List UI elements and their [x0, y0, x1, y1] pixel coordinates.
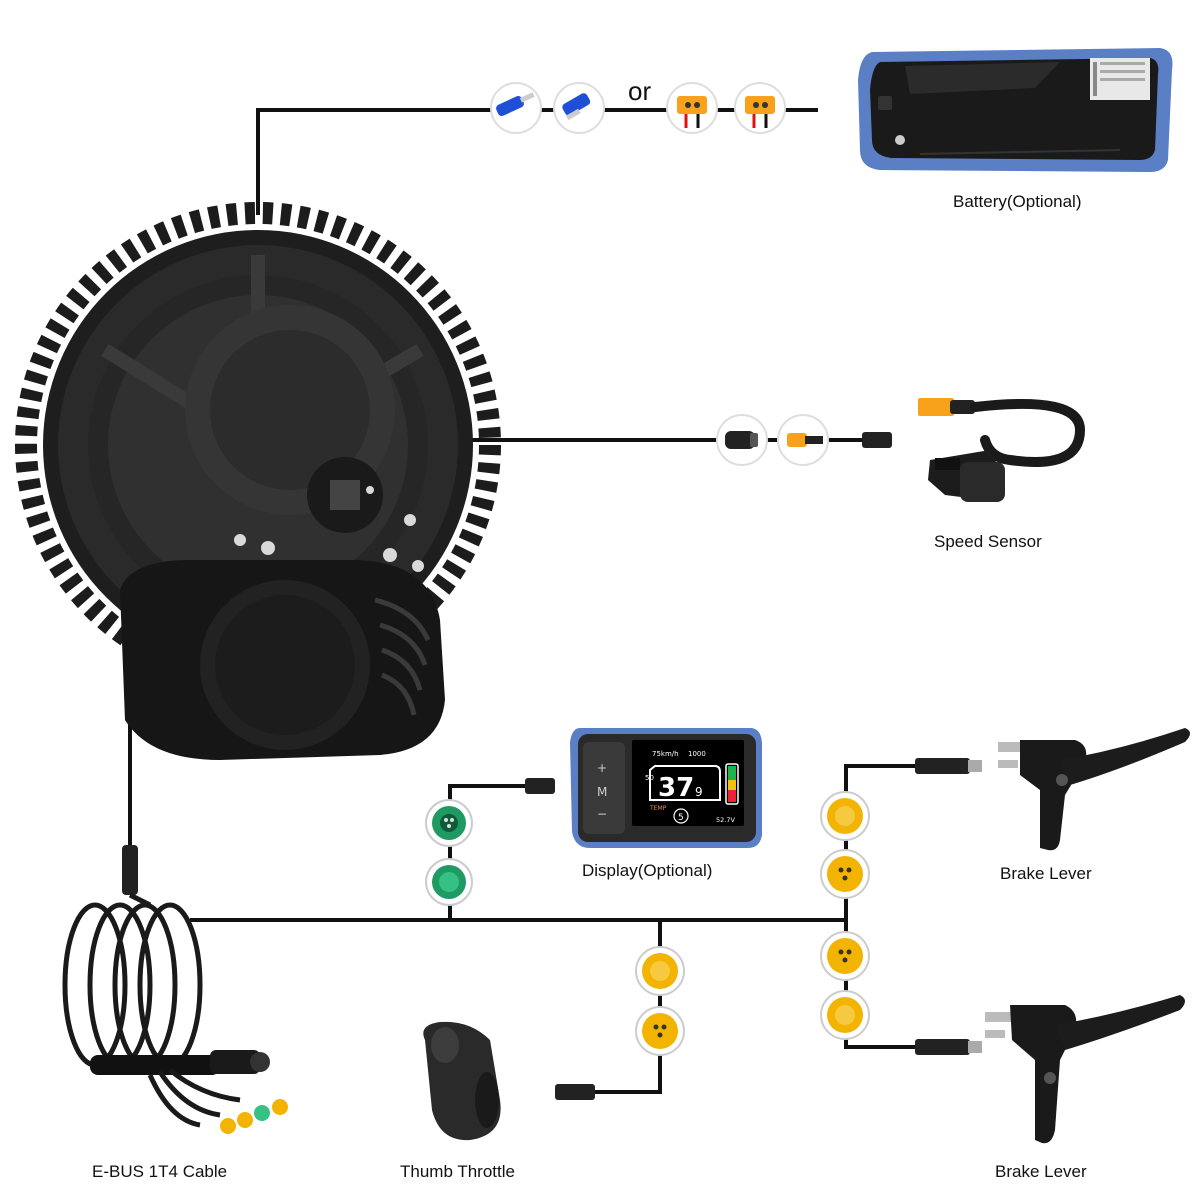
ebus-cable-label: E-BUS 1T4 Cable — [92, 1162, 228, 1181]
svg-text:−: − — [597, 807, 607, 821]
xt60-connector-icon — [734, 82, 786, 134]
yellow-connector-male-icon — [820, 931, 870, 981]
battery-connectors — [490, 82, 786, 134]
brake-lever-bottom-image — [915, 995, 1185, 1144]
display-connectors — [425, 799, 473, 906]
green-connector-female-icon — [425, 799, 473, 847]
display-speed-decimal: 9 — [695, 785, 703, 799]
ebus-cable-image — [62, 845, 288, 1134]
cable-plug-icon — [716, 414, 768, 466]
yellow-connector-female-icon — [635, 946, 685, 996]
bullet-connector-icon — [777, 414, 829, 466]
xt60-connector-icon — [666, 82, 718, 134]
speed-sensor-connectors — [716, 414, 892, 466]
display-voltage: 52.7V — [716, 816, 735, 824]
battery-image — [858, 48, 1173, 172]
brake-bottom-connectors — [820, 931, 870, 1040]
display-top-readout: 1000 — [688, 750, 706, 758]
battery-label: Battery(Optional) — [953, 192, 1082, 211]
brake-lever-top-image — [915, 728, 1190, 851]
yellow-connector-female-icon — [820, 990, 870, 1040]
or-label: or — [628, 76, 652, 106]
throttle-cable — [595, 920, 662, 1094]
green-connector-male-icon — [425, 858, 473, 906]
yellow-connector-male-icon — [820, 849, 870, 899]
brake-lever-bottom-label: Brake Lever — [995, 1162, 1087, 1181]
brake-lever-top-label: Brake Lever — [1000, 864, 1092, 883]
display-image: + M − 75km/h 1000 50 37 9 TEMP 5 52.7V — [525, 728, 762, 848]
throttle-connectors — [555, 946, 685, 1100]
yellow-connector-male-icon — [635, 1006, 685, 1056]
thumb-throttle-image — [423, 1021, 501, 1141]
svg-text:75km/h: 75km/h — [652, 750, 679, 758]
yellow-connector-female-icon — [820, 791, 870, 841]
display-assist-level: 5 — [678, 813, 684, 823]
battery-cable — [256, 108, 818, 215]
svg-text:+: + — [597, 761, 607, 775]
brake-top-connectors — [820, 791, 870, 899]
spade-connector-icon — [553, 82, 605, 134]
spade-connector-icon — [490, 82, 542, 134]
display-speed: 37 — [658, 773, 694, 803]
display-label: Display(Optional) — [582, 861, 713, 880]
mid-drive-motor-image — [15, 202, 501, 760]
brake-top-cable — [844, 764, 915, 920]
speed-sensor-image — [918, 398, 1086, 502]
thumb-throttle-label: Thumb Throttle — [400, 1162, 515, 1181]
svg-text:M: M — [597, 785, 607, 799]
speed-sensor-label: Speed Sensor — [934, 532, 1042, 551]
svg-text:TEMP: TEMP — [649, 805, 667, 812]
